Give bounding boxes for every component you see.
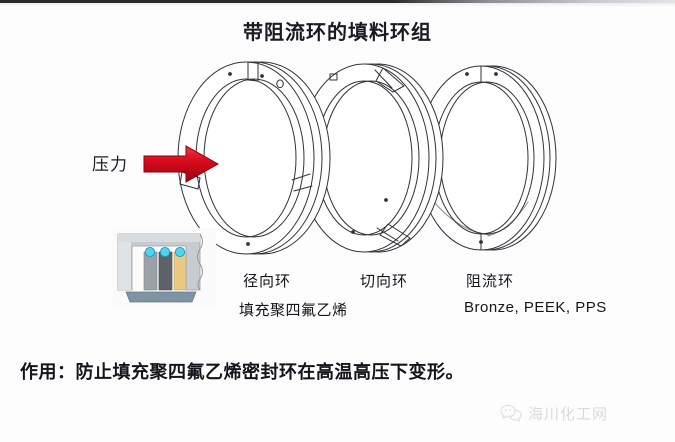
- page-top-edge: [0, 0, 675, 3]
- watermark-text: 海川化工网: [528, 406, 609, 423]
- ring-label-radial: 径向环: [243, 273, 292, 290]
- right-arrow-icon: [143, 145, 220, 183]
- ring-label-throttle: 阻流环: [466, 273, 515, 290]
- ring-label-tangential: 切向环: [360, 273, 409, 290]
- page-top-edge-shadow: [0, 3, 675, 7]
- watermark: 海川化工网: [500, 403, 608, 424]
- page-title: 带阻流环的填料环组: [243, 22, 432, 44]
- ring-material-radial: 填充聚四氟乙烯: [239, 302, 348, 319]
- ring-set-illustration: [177, 61, 557, 255]
- wechat-logo-icon: [500, 404, 522, 422]
- ring-radial-drawing: [177, 61, 331, 255]
- function-caption: 作用：防止填充聚四氟乙烯密封环在高温高压下变形。: [20, 362, 464, 382]
- packing-box-cross-section: [112, 228, 216, 310]
- ring-tangential-drawing: [298, 63, 444, 253]
- pressure-label: 压力: [92, 155, 128, 174]
- ring-material-throttle: Bronze, PEEK, PPS: [464, 299, 607, 316]
